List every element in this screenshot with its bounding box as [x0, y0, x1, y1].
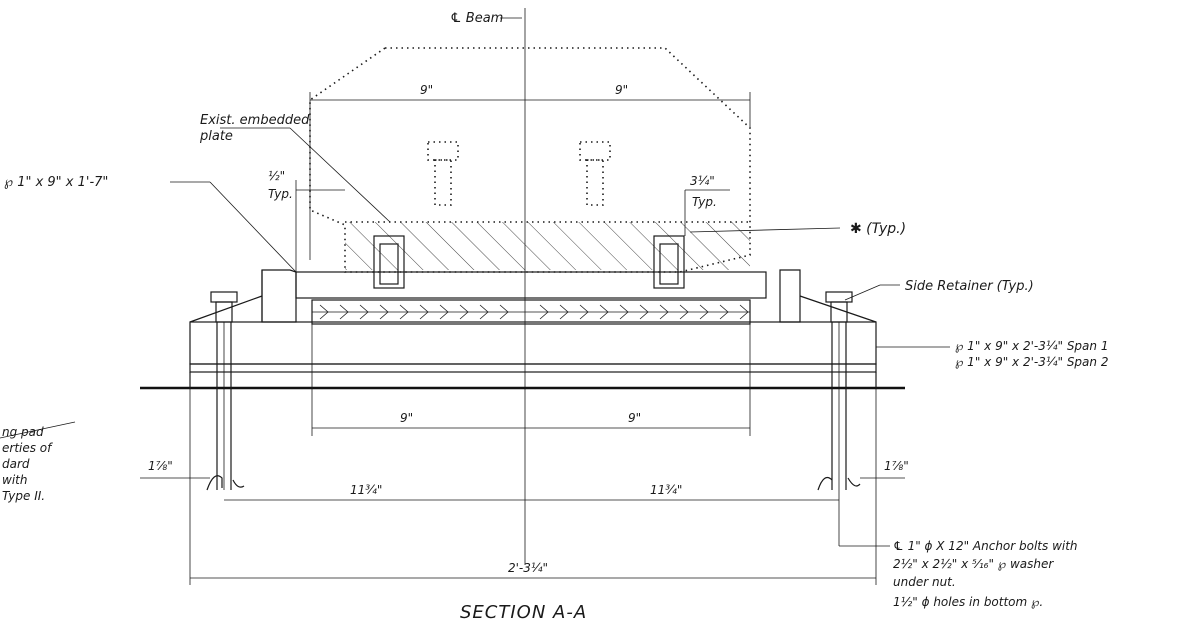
callout-side-retainer: Side Retainer (Typ.)	[844, 279, 1034, 301]
callout-embedded-plate: Exist. embedded plate	[199, 113, 391, 223]
dim-left-1-7-8: 1⅞"	[148, 459, 173, 473]
anchor-line3: under nut.	[893, 575, 956, 589]
plate-span1-label: ℘ 1" x 9" x 2'-3¼" Span 1	[955, 339, 1108, 353]
dim-top-left-9: 9"	[420, 83, 433, 97]
dim-overall: 2'-3¼"	[189, 388, 877, 585]
pad-line5: Type II.	[2, 489, 45, 503]
pad-line4: with	[2, 473, 27, 487]
dim-top-right-9: 9"	[615, 83, 628, 97]
dim-three-quarter-typ: 3¼" Typ.	[684, 174, 730, 236]
anchor-line2: 2½" x 2½" x ⁵⁄₁₆" ℘ washer	[893, 557, 1054, 571]
dim-three-quarter-typ-label: Typ.	[692, 195, 717, 209]
beam-centerline: ℄ Beam	[450, 8, 526, 565]
anchor-bolt-left	[206, 291, 245, 491]
callout-top-plate: ℘ 1" x 9" x 1'-7"	[4, 175, 297, 273]
weld-lug-right	[653, 235, 685, 289]
dim-three-quarter-typ-value: 3¼"	[690, 174, 715, 188]
dim-half-typ-value: ½"	[268, 169, 285, 183]
plate-top-label: ℘ 1" x 9" x 1'-7"	[4, 175, 108, 190]
dim-bolt-spacing: 11¾" 11¾"	[224, 483, 839, 501]
callout-weld-typ: ✱ (Typ.)	[689, 221, 906, 237]
anchor-line1: ℄ 1" ϕ X 12" Anchor bolts with	[893, 539, 1078, 553]
side-retainer-right	[779, 269, 877, 323]
callout-anchor-bolts: ℄ 1" ϕ X 12" Anchor bolts with 2½" x 2½"…	[838, 490, 1078, 609]
plate-span2-label: ℘ 1" x 9" x 2'-3¼" Span 2	[955, 355, 1108, 369]
anchor-bolt-right	[817, 291, 861, 491]
dim-mid-9-9: 9" 9"	[311, 324, 751, 436]
dim-bolt-left: 11¾"	[350, 483, 382, 497]
dim-right-1-7-8: 1⅞"	[884, 459, 909, 473]
section-title: SECTION A-A	[460, 602, 587, 623]
weld-typ-label: ✱ (Typ.)	[850, 221, 906, 237]
beam-centerline-label: ℄ Beam	[450, 11, 503, 26]
existing-beam-outline	[309, 47, 751, 273]
callout-bearing-pad: ng pad erties of dard with Type II.	[0, 421, 76, 503]
pad-line2: erties of	[2, 441, 53, 455]
pad-line1: ng pad	[2, 425, 44, 439]
side-retainer-left	[189, 269, 297, 323]
dim-bolt-right: 11¾"	[650, 483, 682, 497]
anchor-line4: 1½" ϕ holes in bottom ℘.	[893, 595, 1043, 609]
bottom-plates	[189, 321, 877, 373]
dim-top-9-9: 9" 9"	[309, 83, 751, 260]
dim-mid-right-9: 9"	[628, 411, 641, 425]
top-plate	[295, 271, 767, 299]
dim-1-7-8: 1⅞" 1⅞"	[140, 459, 909, 479]
callout-bottom-plates: ℘ 1" x 9" x 2'-3¼" Span 1 ℘ 1" x 9" x 2'…	[876, 339, 1108, 369]
pad-line3: dard	[2, 457, 30, 471]
dim-half-typ-label: Typ.	[268, 187, 293, 201]
bearing-pad	[311, 299, 751, 325]
side-retainer-label: Side Retainer (Typ.)	[905, 279, 1034, 294]
embedded-plate-line1: Exist. embedded	[200, 113, 310, 128]
weld-lug-left	[373, 235, 405, 289]
embedded-plate-line2: plate	[199, 129, 233, 144]
dim-overall-value: 2'-3¼"	[508, 561, 548, 575]
dim-mid-left-9: 9"	[400, 411, 413, 425]
dim-half-typ: ½" Typ.	[268, 169, 345, 272]
